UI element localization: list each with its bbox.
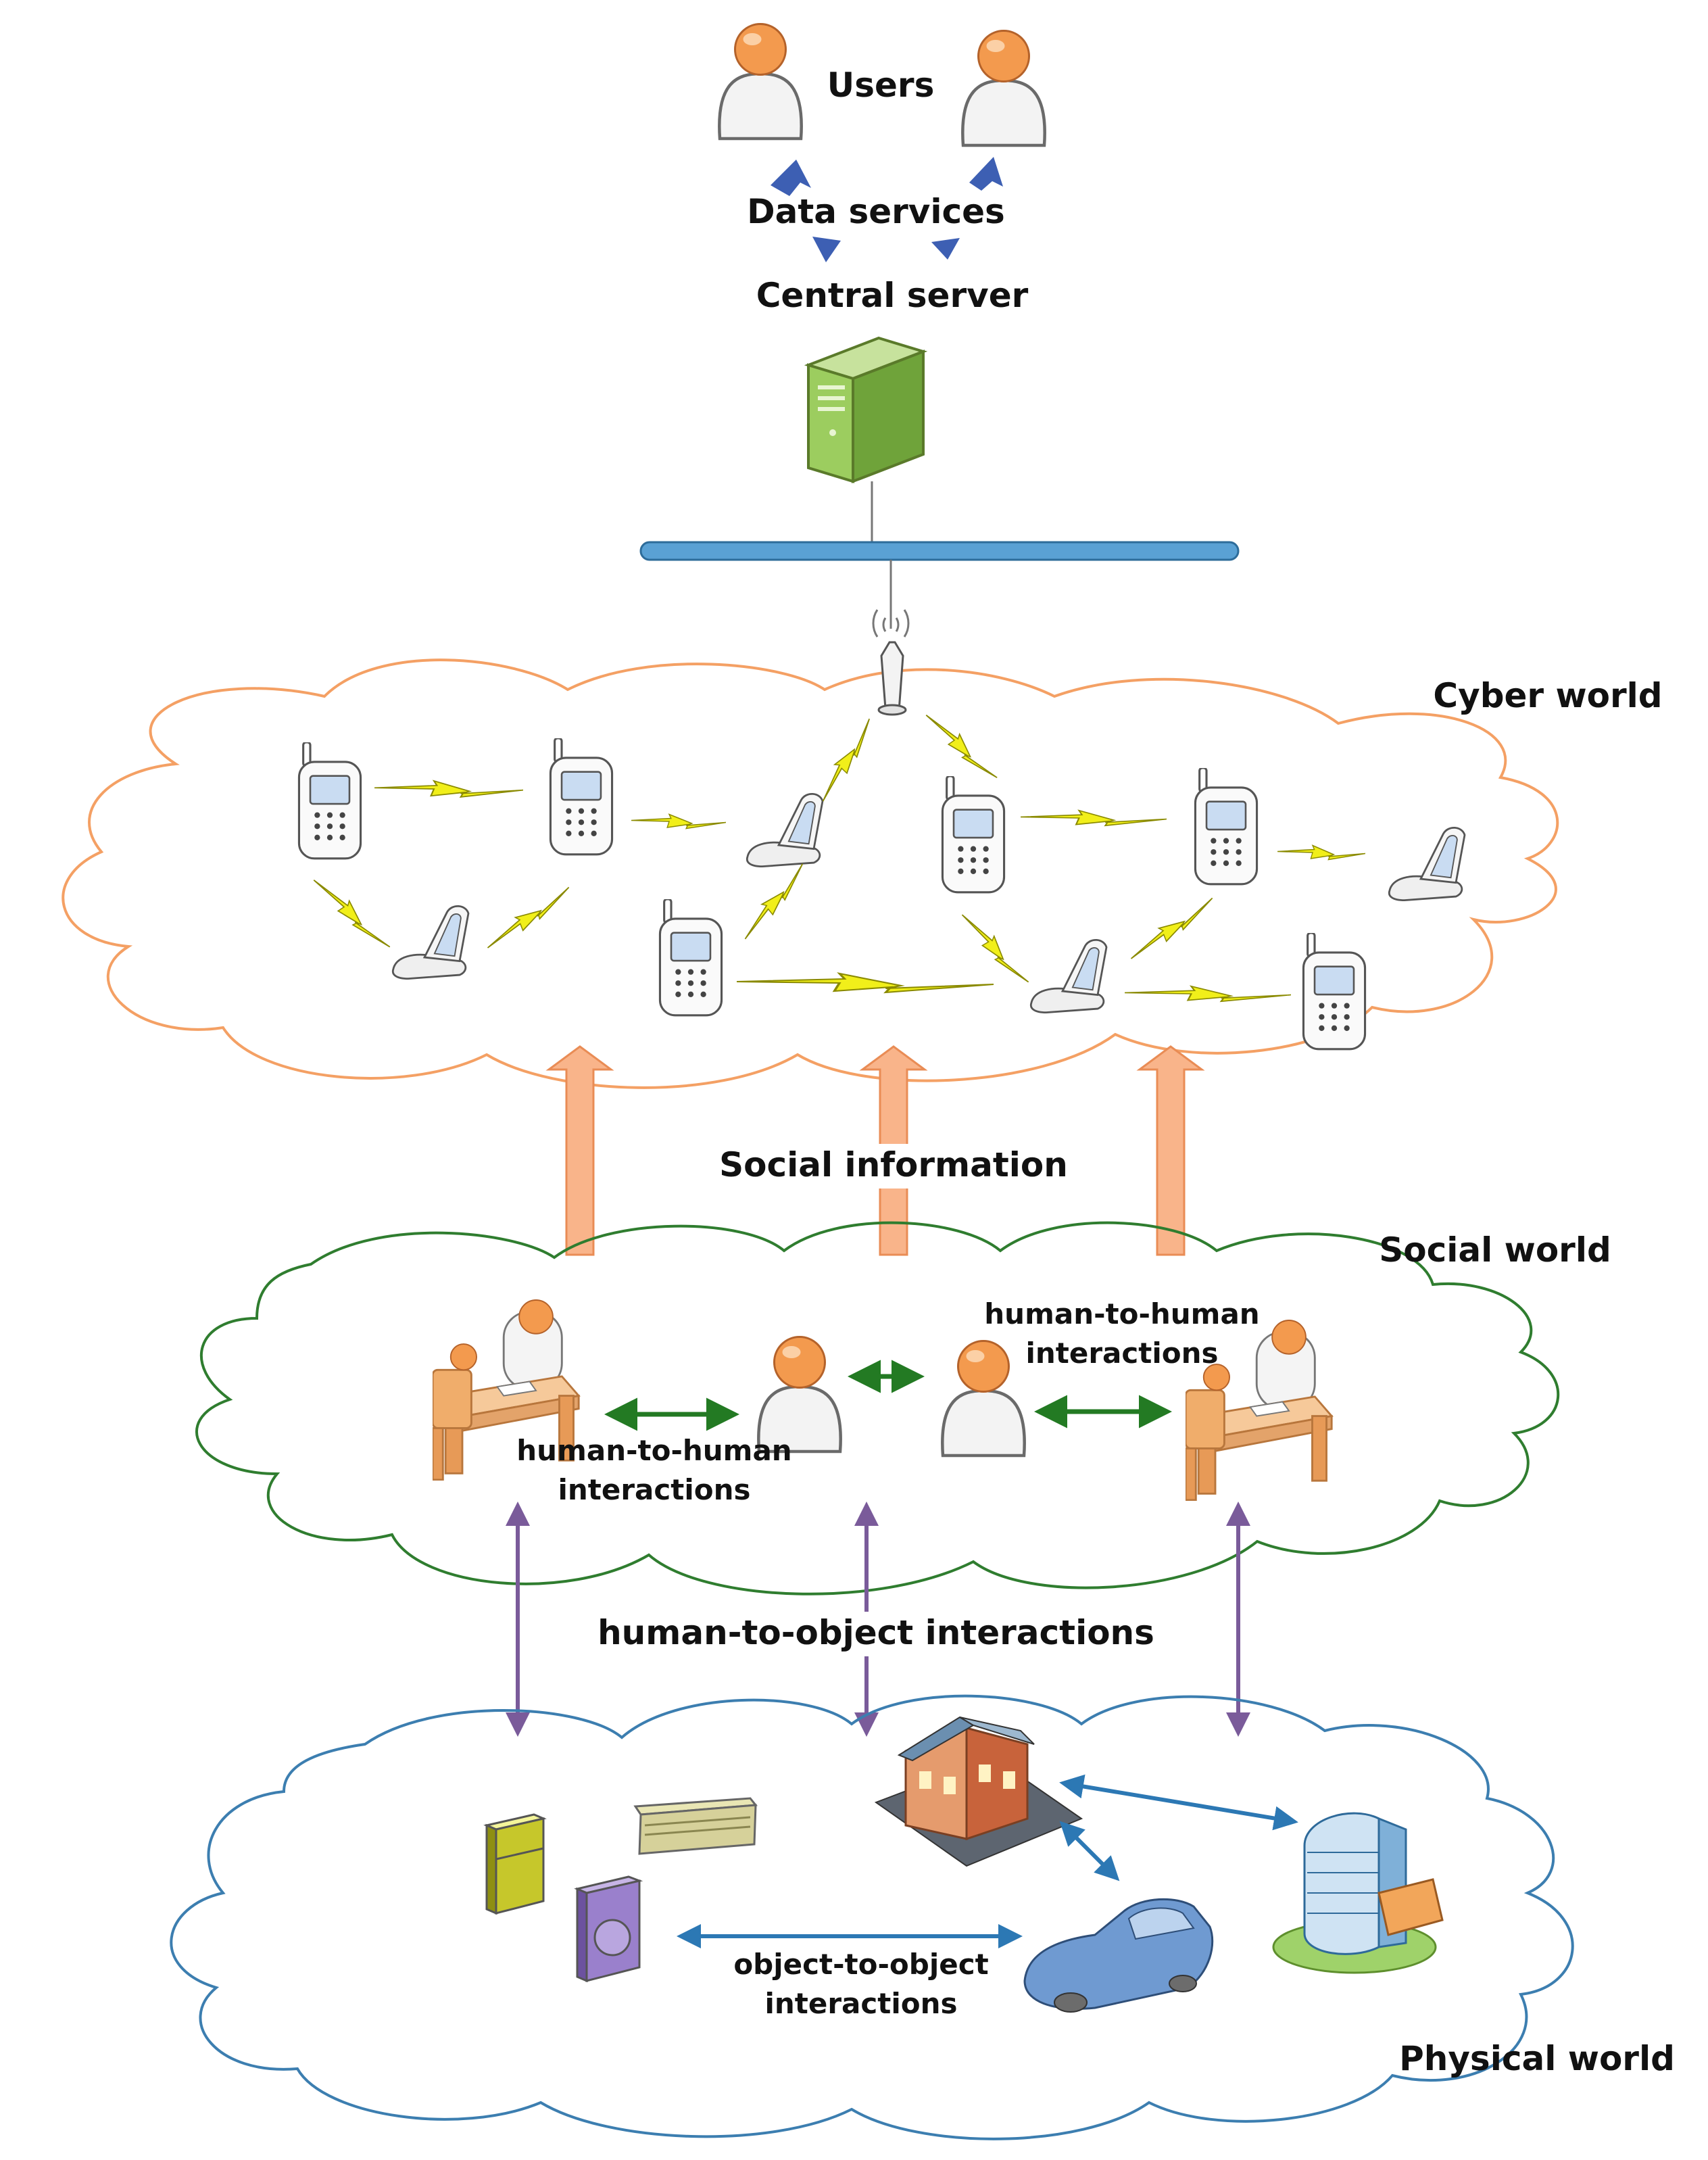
h2h-left-label-line1: human-to-human (516, 1434, 791, 1467)
user-icon (719, 24, 801, 139)
cyber-world-cloud (62, 658, 1559, 1089)
mobile-phone-icon (297, 742, 362, 860)
air-conditioner-icon (633, 1797, 758, 1855)
user-icon (962, 31, 1044, 146)
o2o-label-line2: interactions (764, 1987, 957, 2020)
server-icon (804, 336, 928, 483)
social-world-cloud (195, 1221, 1559, 1595)
human-to-human-arrows (604, 1360, 1172, 1431)
social-information-label: Social information (719, 1145, 1068, 1184)
h2h-right-label-line2: interactions (1025, 1337, 1218, 1370)
user-icon (942, 1341, 1024, 1456)
flip-phone-icon (391, 905, 470, 980)
users-label: Users (827, 66, 935, 105)
flip-phone-icon (1388, 826, 1466, 902)
antenna-icon (872, 609, 910, 716)
mobile-phone-icon (549, 738, 614, 856)
human-to-object-label: human-to-object interactions (597, 1613, 1154, 1652)
h2h-right-label-line1: human-to-human (984, 1297, 1259, 1330)
h2h-left-label-line2: interactions (558, 1473, 750, 1506)
house-icon (874, 1716, 1083, 1867)
fridge-icon (483, 1813, 547, 1915)
o2o-label-line1: object-to-object (733, 1948, 988, 1981)
social-information-label-bg (737, 1144, 1054, 1189)
central-server-label: Central server (756, 276, 1029, 315)
mobile-phone-icon (658, 899, 723, 1017)
mobile-phone-icon (1302, 933, 1367, 1051)
network-bus (639, 541, 1240, 561)
data-services-arrows (771, 157, 1003, 262)
building-icon (1272, 1812, 1444, 1974)
mobile-phone-icon (1194, 768, 1259, 886)
physical-world-label: Physical world (1399, 2039, 1675, 2078)
car-icon (1023, 1898, 1214, 2013)
social-world-label: Social world (1379, 1230, 1611, 1270)
cyber-world-label: Cyber world (1433, 676, 1662, 715)
mobile-phone-icon (941, 776, 1006, 894)
washing-machine-icon (574, 1875, 643, 1983)
data-services-label: Data services (747, 192, 1005, 231)
physical-world-cloud (170, 1694, 1574, 2140)
flip-phone-icon (1029, 938, 1108, 1014)
flip-phone-icon (746, 792, 824, 868)
object-to-object-arrows (677, 1774, 1298, 1948)
human-to-object-label-bg (629, 1612, 1122, 1656)
